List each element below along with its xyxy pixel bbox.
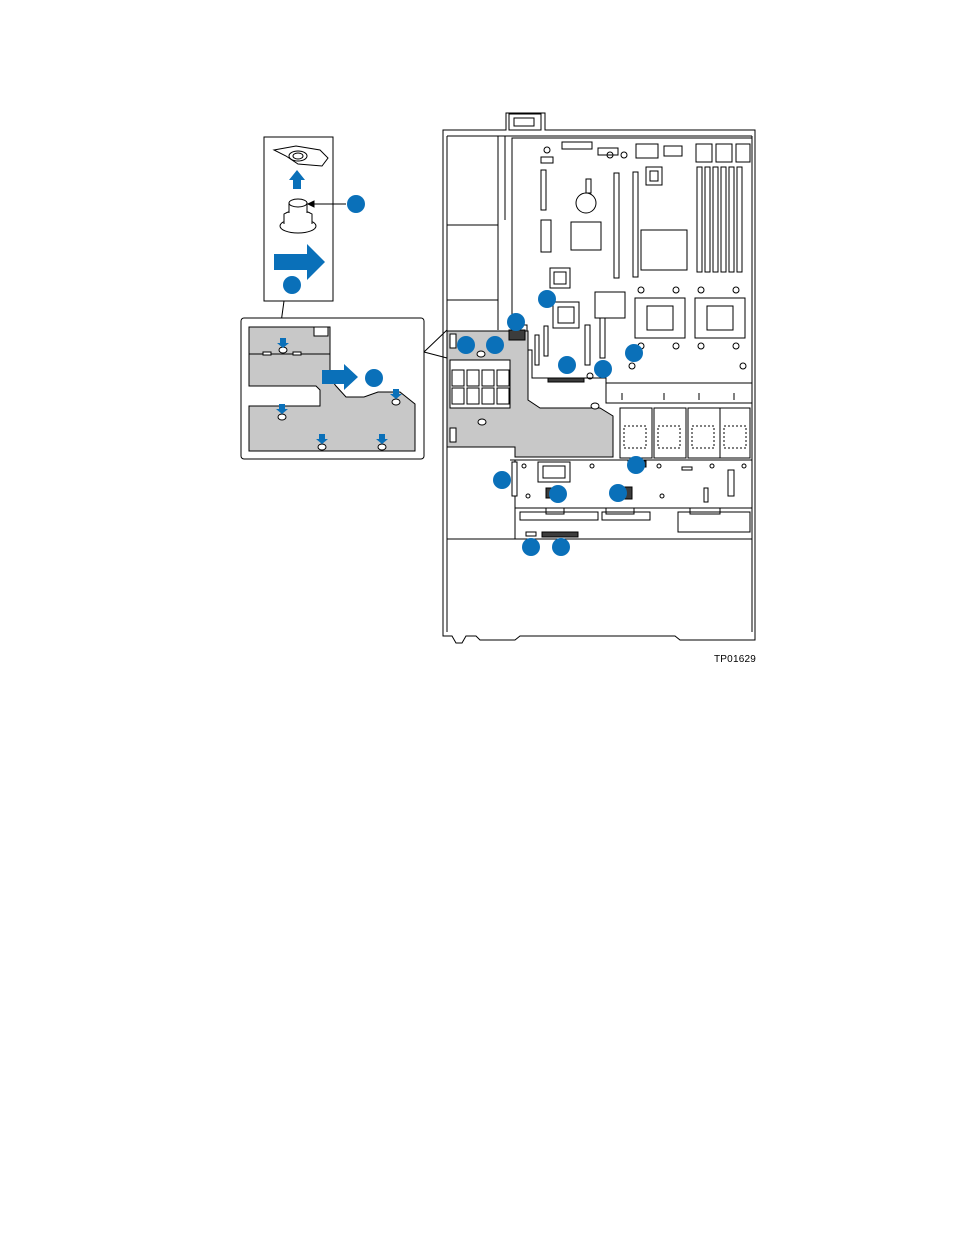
callout-marker xyxy=(549,485,567,503)
callout-marker xyxy=(538,290,556,308)
shield-detail-inset xyxy=(241,318,447,459)
callout-marker xyxy=(609,484,627,502)
callout-marker xyxy=(552,538,570,556)
callout-marker xyxy=(457,336,475,354)
callout-marker xyxy=(625,344,643,362)
callout-marker xyxy=(522,538,540,556)
callout-marker xyxy=(558,356,576,374)
figure-id-label: TP01629 xyxy=(714,654,756,665)
callout-marker xyxy=(627,456,645,474)
callout-marker xyxy=(365,369,383,387)
callout-marker xyxy=(507,313,525,331)
standoff-detail-inset xyxy=(264,137,365,330)
callout-marker xyxy=(493,471,511,489)
callout-marker xyxy=(283,276,301,294)
callout-marker xyxy=(594,360,612,378)
chassis xyxy=(443,113,755,643)
callout-marker xyxy=(347,195,365,213)
callout-marker xyxy=(486,336,504,354)
